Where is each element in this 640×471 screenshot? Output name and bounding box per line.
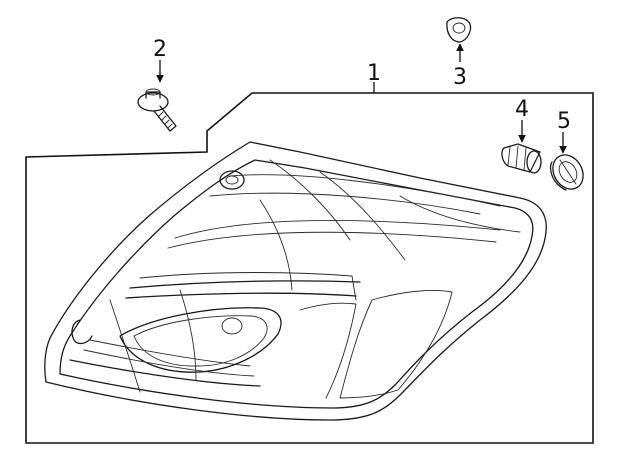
callout-label-2: 2 [153,37,167,62]
bulb-part [501,143,542,174]
callout-label-1: 1 [367,61,381,86]
callout-label-4: 4 [515,97,529,122]
grommet-part [446,17,472,43]
socket-part [549,154,584,191]
assembly-frame [25,92,594,444]
callout-label-5: 5 [557,109,571,134]
callout-label-3: 3 [453,65,467,90]
tail-lamp-assembly [44,141,547,421]
screw-part [137,88,177,132]
